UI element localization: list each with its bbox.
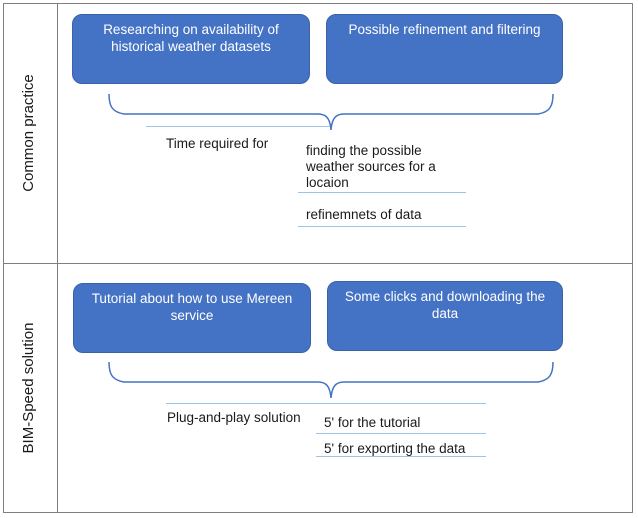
process-box-researching: Researching on availability of historica… bbox=[72, 14, 310, 84]
process-box-refinement: Possible refinement and filtering bbox=[326, 14, 563, 84]
table-frame bbox=[3, 3, 633, 513]
detail-underline bbox=[316, 456, 486, 457]
detail-tutorial-time: 5' for the tutorial bbox=[324, 415, 421, 430]
detail-underline bbox=[298, 226, 466, 227]
detail-underline bbox=[316, 433, 486, 434]
detail-exporting-time: 5' for exporting the data bbox=[324, 441, 466, 456]
label-column-divider bbox=[57, 3, 58, 513]
process-box-tutorial: Tutorial about how to use Mereen service bbox=[73, 283, 311, 353]
detail-underline bbox=[298, 192, 466, 193]
time-label-underline bbox=[146, 126, 330, 127]
detail-finding-sources: finding the possible weather sources for… bbox=[306, 143, 436, 190]
plug-and-play-label: Plug-and-play solution bbox=[167, 410, 301, 425]
row-divider bbox=[3, 263, 633, 264]
curly-brace bbox=[108, 361, 554, 399]
row-label-bim-speed-solution: BIM-Speed solution bbox=[20, 322, 37, 454]
row-label-common-practice: Common practice bbox=[20, 74, 37, 192]
time-required-label: Time required for bbox=[166, 136, 269, 151]
detail-refinements: refinemnets of data bbox=[306, 207, 422, 222]
solution-label-underline bbox=[166, 403, 486, 404]
curly-brace bbox=[108, 93, 554, 131]
process-box-downloading: Some clicks and downloading the data bbox=[327, 281, 563, 351]
